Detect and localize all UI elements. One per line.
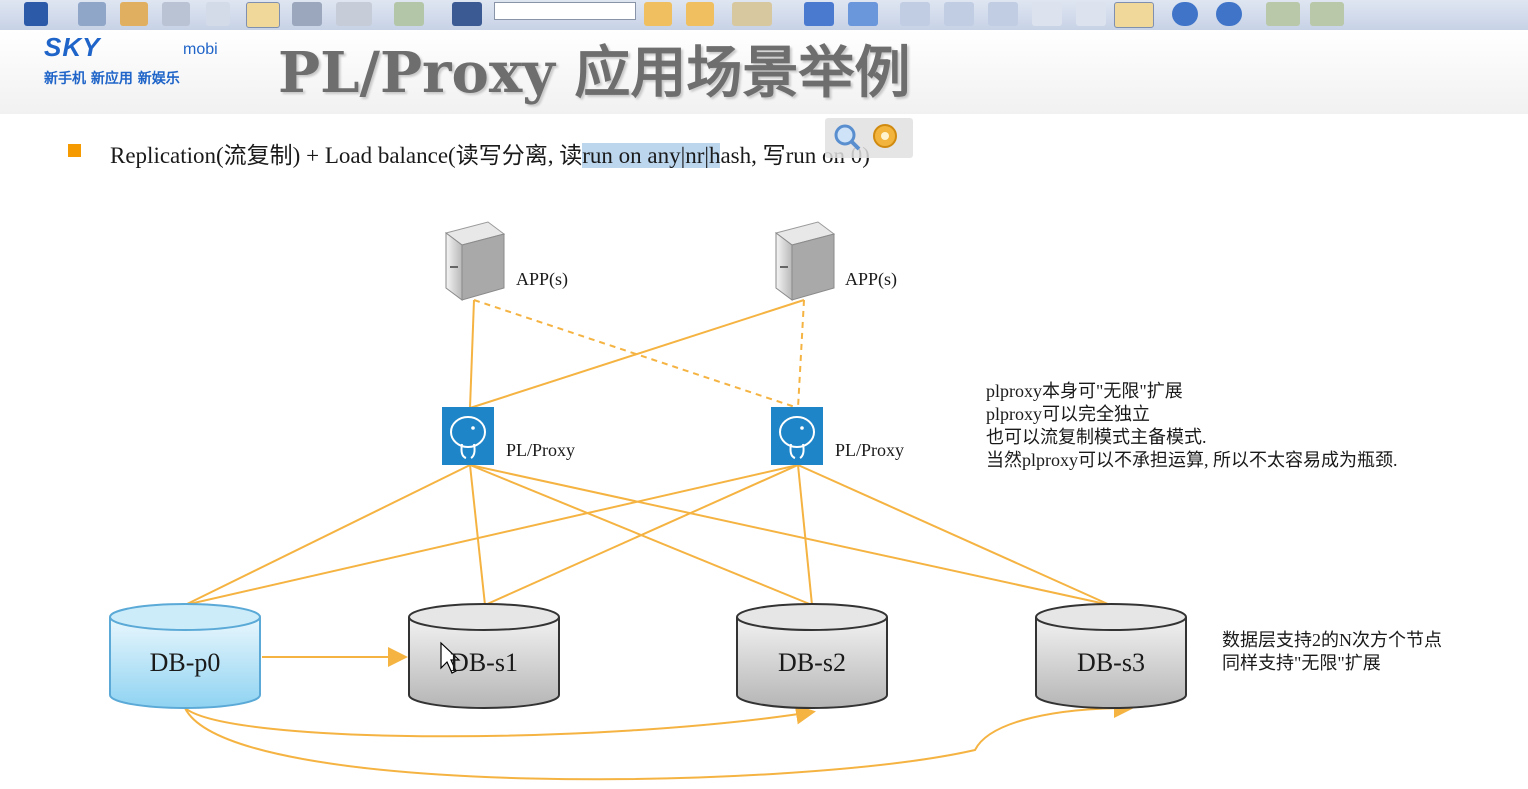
fit-page-icon[interactable] (1076, 2, 1106, 26)
app-proxy-connectors (469, 299, 805, 409)
zoom-region-icon[interactable] (988, 2, 1018, 26)
actual-size-icon[interactable] (1032, 2, 1062, 26)
postgresql-elephant-icon (442, 407, 494, 465)
pointer-icon[interactable] (206, 2, 230, 26)
proxy-notes: plproxy本身可"无限"扩展 plproxy可以完全独立 也可以流复制模式主… (986, 380, 1398, 472)
app-label-2: APP(s) (845, 269, 898, 289)
server-icon (444, 221, 506, 301)
forward-arrow-icon[interactable] (848, 2, 878, 26)
slide-header (0, 30, 1528, 114)
db-note-line: 同样支持"无限"扩展 (1222, 653, 1381, 673)
db-label-s1: DB-s1 (450, 648, 518, 677)
hand-icon[interactable] (120, 2, 148, 26)
logo-tagline: 新手机 新应用 新娱乐 (44, 71, 180, 87)
db-label-s2: DB-s2 (778, 648, 846, 677)
find-input[interactable] (494, 2, 636, 20)
gear-icon[interactable] (873, 124, 897, 148)
db-cylinder-s2 (736, 603, 888, 709)
fit-width-icon[interactable] (1114, 2, 1154, 28)
minus-circle-icon[interactable] (1172, 2, 1198, 26)
proxy-label-2: PL/Proxy (835, 440, 905, 460)
binoculars-icon[interactable] (452, 2, 482, 26)
camera-icon[interactable] (292, 2, 322, 26)
proxy-node-2 (771, 407, 823, 465)
zoom-in-icon[interactable] (900, 2, 930, 26)
replication-arrows (184, 647, 1134, 781)
proxy-note-line: 也可以流复制模式主备模式. (986, 427, 1207, 447)
sign-icon[interactable] (394, 2, 424, 26)
company-logo: SKY mobi 新手机 新应用 新娱乐 (44, 32, 244, 88)
db-note-line: 数据层支持2的N次方个节点 (1222, 630, 1442, 650)
layout-alt-icon[interactable] (1310, 2, 1344, 26)
app-server-2 (774, 221, 836, 301)
facebook-icon[interactable] (24, 2, 48, 26)
bullet-square (68, 144, 81, 157)
db-label-s3: DB-s3 (1077, 648, 1145, 677)
hourglass-icon[interactable] (732, 2, 772, 26)
connector-app1-proxy1 (469, 299, 475, 409)
bullet-text-highlight: run on any|nr|h (582, 143, 721, 168)
db-cylinder-p0 (109, 603, 261, 709)
proxy-note-line: 当然plproxy可以不承担运算, 所以不太容易成为瓶颈. (986, 450, 1398, 470)
mouse-cursor-icon (440, 641, 461, 674)
bullet-text-pre: Replication(流复制) + Load balance(读写分离, 读 (110, 143, 583, 168)
postgresql-elephant-icon (771, 407, 823, 465)
floating-tools (825, 118, 913, 158)
server-icon (774, 221, 836, 301)
text-select-icon[interactable] (246, 2, 280, 28)
logo-brand: SKY (44, 32, 101, 62)
back-arrow-icon[interactable] (804, 2, 834, 26)
logo-suffix: mobi (183, 41, 218, 58)
connector-app2-proxy2 (797, 299, 805, 409)
zoom-out-icon[interactable] (944, 2, 974, 26)
connector-app2-proxy1 (469, 299, 805, 409)
proxy-note-line: plproxy本身可"无限"扩展 (986, 381, 1183, 401)
db-cylinder-s3 (1035, 603, 1187, 709)
next-page-icon[interactable] (686, 2, 714, 26)
rms-icon[interactable] (336, 2, 372, 26)
layout-icon[interactable] (1266, 2, 1300, 26)
db-label-p0: DB-p0 (149, 648, 221, 677)
search-icon[interactable] (834, 124, 861, 151)
db-cylinder-s1 (408, 603, 560, 709)
proxy-node-1 (442, 407, 494, 465)
proxy-db-connectors (184, 464, 1111, 606)
monitor-icon[interactable] (78, 2, 106, 26)
db-notes: 数据层支持2的N次方个节点 同样支持"无限"扩展 (1222, 629, 1442, 675)
app-label-1: APP(s) (516, 269, 569, 289)
plus-circle-icon[interactable] (1216, 2, 1242, 26)
proxy-note-line: plproxy可以完全独立 (986, 404, 1150, 424)
glasses-icon[interactable] (162, 2, 190, 26)
replication-arrow-s2 (184, 704, 816, 738)
slide-title: PL/Proxy 应用场景举例 (278, 40, 911, 106)
app-server-1 (444, 221, 506, 301)
connector-app1-proxy2 (473, 299, 799, 409)
proxy-label-1: PL/Proxy (506, 440, 576, 460)
viewer-toolbar (0, 0, 1528, 31)
replication-arrow-s3 (184, 698, 1134, 781)
previous-page-icon[interactable] (644, 2, 672, 26)
